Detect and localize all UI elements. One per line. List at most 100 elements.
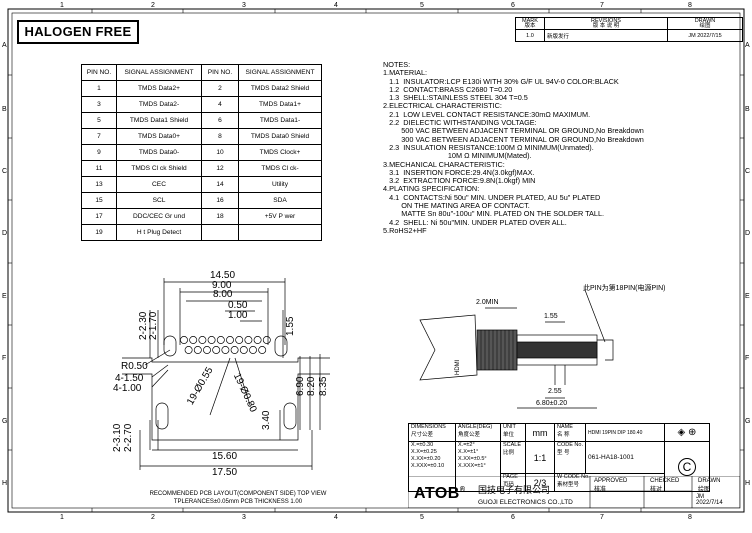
dim-0-50: 0.50 [228, 300, 248, 311]
rev-drawn-date: 2022/7/15 [697, 32, 722, 39]
side-annotation-pin18: 此PIN为第18PIN(电源PIN) [583, 285, 666, 292]
dim-14-50: 14.50 [210, 270, 236, 281]
tb-name-value: HDMI 19PIN DIP 180.40 [584, 423, 665, 442]
dim-6-90: 6.90 [295, 376, 306, 396]
copyright-icon: C [677, 457, 696, 476]
dim-3-40: 3.40 [261, 410, 272, 430]
pin-number: 17 [81, 208, 117, 225]
dim-9-00: 9.00 [212, 280, 232, 291]
pin-number-2: 2 [201, 80, 239, 97]
zone-col-3-bottom: 3 [242, 514, 246, 521]
rear-bracket [597, 339, 614, 361]
zone-row-c-right: C [745, 168, 751, 175]
tb-dimensions-cn: 尺寸公差 [411, 432, 434, 438]
dim-8-20: 8.20 [306, 376, 317, 396]
pin-number-2: 12 [201, 160, 239, 177]
tb-code-label: CODE No. [557, 442, 583, 448]
tb-angle-tolerances: X.=±2° X.X=±1° X.XX=±0.5° X.XXX=±1° [455, 441, 501, 492]
zone-row-a: A [2, 42, 7, 49]
note-line: 1.2 CONTACT:BRASS C2680 T=0.20 [383, 84, 513, 94]
dim-side-1-55: 1.55 [544, 313, 558, 320]
approvals-grid [590, 476, 740, 508]
rev-drawn-cn: 绘图 [699, 22, 711, 29]
tb-code-cn: 型 号 [557, 450, 570, 456]
tb-tolerances: X.=±0.30 X.X=±0.25 X.XX=±0.20 X.XXX=±0.1… [408, 441, 456, 492]
pin-row-bottom [184, 346, 267, 354]
pin-number-2: 14 [201, 176, 239, 193]
dim-15-60: 15.60 [212, 451, 238, 462]
pin-header-pin-no: PIN NO. [81, 64, 117, 81]
zone-col-1-bottom: 1 [60, 514, 64, 521]
note-line: 4.PLATING SPECIFICATION: [383, 184, 480, 194]
pin-number-2: 16 [201, 192, 239, 209]
note-line: 3.MECHANICAL CHARACTERISTIC: [383, 159, 505, 169]
zone-col-6: 6 [511, 2, 515, 9]
signal-name-2: Utility [238, 176, 322, 193]
mount-hole-top-left [163, 335, 177, 357]
tb-code: CODE No. 型 号 [554, 441, 586, 474]
tb-page-cn: 页码 [503, 482, 515, 488]
note-line: 5.RoHS2+HF [383, 225, 427, 235]
zone-row-b: B [2, 106, 7, 113]
zone-row-e-right: E [745, 293, 750, 300]
zone-row-d-right: D [745, 230, 751, 237]
pin-hole [198, 336, 207, 344]
pin-row-top [180, 336, 271, 344]
pin-hole [249, 346, 257, 354]
signal-name: TMDS Data2+ [116, 80, 202, 97]
pin-header-signal-2: SIGNAL ASSIGNMENT [238, 64, 322, 81]
mount-hole-bottom-left [155, 402, 169, 430]
tb-scale-value: 1:1 [525, 441, 555, 474]
zone-col-8-bottom: 8 [688, 514, 692, 521]
pin-hole [235, 336, 244, 344]
dim-4-1-50: 4-1.50 [115, 373, 144, 384]
inner-frame [11, 12, 741, 509]
contact-bundle [516, 341, 598, 359]
signal-name-2: TMDS Data0 Shield [238, 128, 322, 145]
dim-1-55: 1.55 [285, 316, 296, 336]
rev-desc-value: 新版发行 [544, 29, 668, 42]
caption-line-2: TPLERANCES±0.05mm PCB THICKNESS 1.00 [173, 499, 303, 505]
zone-col-4-bottom: 4 [334, 514, 338, 521]
zone-row-c: C [2, 168, 8, 175]
pin-hole [203, 346, 211, 354]
pin-hole [184, 346, 193, 354]
note-line: 2.ELECTRICAL CHARACTERISTIC: [383, 101, 502, 111]
pin-hole [221, 346, 230, 354]
pin-number: 11 [81, 160, 117, 177]
tb-checked-cn: 核对 [650, 487, 663, 493]
note-line: 1.3 SHELL:STAINLESS STEEL 304 T=0.5 [383, 93, 528, 103]
pin-hole [207, 336, 216, 344]
tb-page-value: 2/3 [525, 473, 555, 492]
angtol-0: X.=±2° [458, 442, 475, 448]
zone-row-f-right: F [745, 355, 750, 362]
signal-name-2: SDA [238, 192, 322, 209]
zone-col-2-bottom: 2 [151, 514, 155, 521]
rev-drawn-by: JM [688, 32, 696, 39]
dim-8-35: 8.35 [318, 376, 329, 396]
note-line: 10M Ω MINIMUM(Mated). [383, 151, 532, 161]
signal-name: TMDS Data0- [116, 144, 202, 161]
tb-scale-cn: 比例 [503, 450, 515, 456]
dim-2-2-70: 2-2.70 [123, 423, 134, 452]
zone-row-f: F [2, 355, 7, 362]
body-outline-top [122, 357, 330, 363]
rev-drawn-value: JM 2022/7/15 [667, 29, 743, 42]
angtol-3: X.XXX=±1° [458, 463, 486, 469]
caption-line-1: RECOMMENDED PCB LAYOUT(COMPONENT SIDE) T… [149, 491, 327, 497]
angtol-1: X.X=±1° [458, 449, 479, 455]
company-brand: ATOB [414, 485, 460, 502]
signal-name: CEC [116, 176, 202, 193]
pin-hole [258, 346, 267, 354]
mount-hole-top-right [274, 335, 288, 357]
